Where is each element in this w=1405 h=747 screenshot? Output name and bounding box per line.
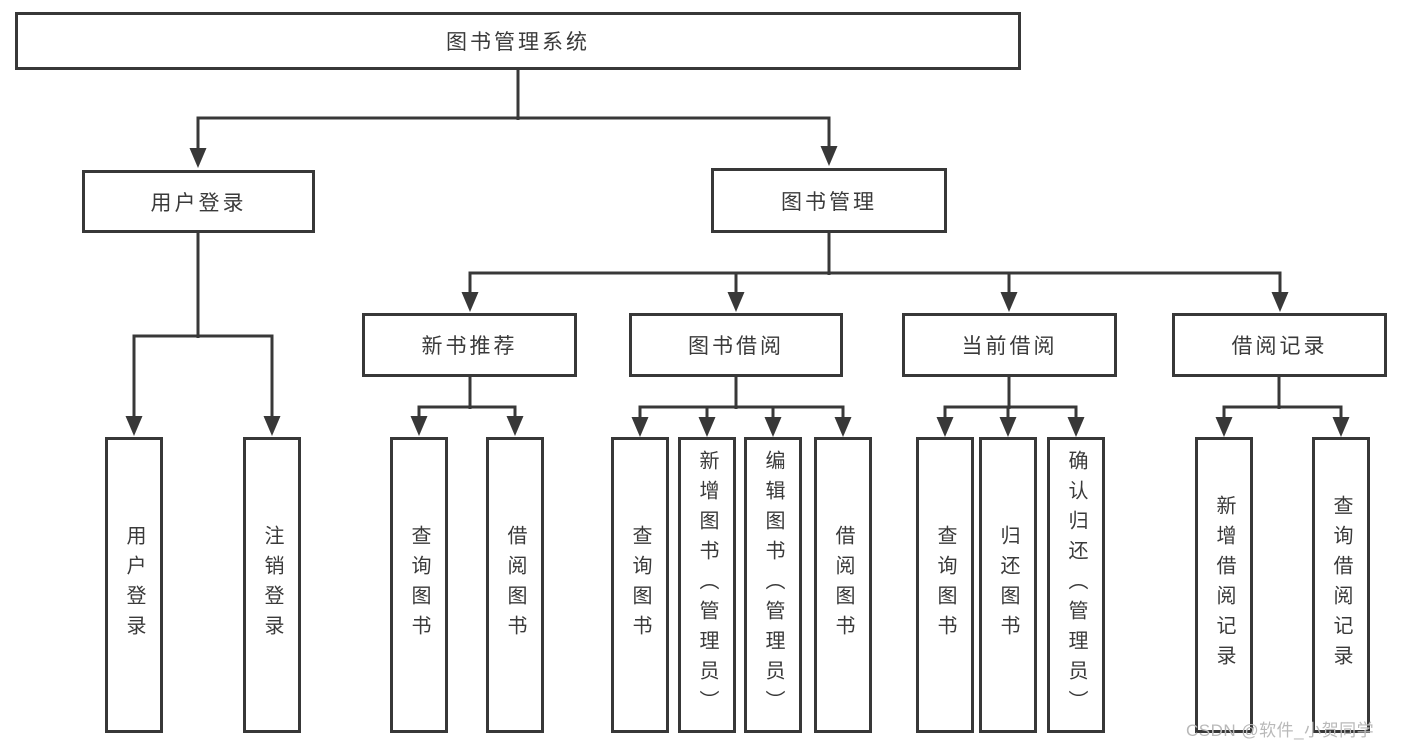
leaf-query-borrow-record-label: 查询借阅记录	[1330, 495, 1352, 675]
node-current-borrowing-label: 当前借阅	[961, 335, 1058, 358]
leaf-borrow-books-recommend: 借阅图书	[486, 437, 544, 733]
leaf-query-books-borrowing-label: 查询图书	[629, 525, 651, 645]
node-root: 图书管理系统	[15, 12, 1021, 70]
leaf-add-borrow-record: 新增借阅记录	[1195, 437, 1253, 733]
leaf-borrow-books-borrowing-label: 借阅图书	[832, 525, 854, 645]
node-root-label: 图书管理系统	[446, 31, 590, 54]
node-user-login: 用户登录	[82, 170, 315, 233]
node-book-borrowing: 图书借阅	[629, 313, 843, 377]
leaf-query-books-borrowing: 查询图书	[611, 437, 669, 733]
leaf-edit-books-admin-label: 编辑图书（管理员）	[762, 450, 784, 720]
node-book-management: 图书管理	[711, 168, 947, 233]
leaf-add-books-admin: 新增图书（管理员）	[678, 437, 736, 733]
node-new-book-recommend: 新书推荐	[362, 313, 577, 377]
leaf-query-books-recommend-label: 查询图书	[408, 525, 430, 645]
leaf-query-borrow-record: 查询借阅记录	[1312, 437, 1370, 733]
leaf-confirm-return-admin: 确认归还（管理员）	[1047, 437, 1105, 733]
node-borrow-records: 借阅记录	[1172, 313, 1387, 377]
csdn-watermark: CSDN @软件_小贺同学	[1186, 721, 1375, 740]
leaf-return-books-label: 归还图书	[997, 525, 1019, 645]
leaf-query-books-current-label: 查询图书	[934, 525, 956, 645]
leaf-borrow-books-recommend-label: 借阅图书	[504, 525, 526, 645]
leaf-edit-books-admin: 编辑图书（管理员）	[744, 437, 802, 733]
node-book-management-label: 图书管理	[781, 190, 877, 214]
node-current-borrowing: 当前借阅	[902, 313, 1117, 377]
leaf-user-login: 用户登录	[105, 437, 163, 733]
leaf-add-books-admin-label: 新增图书（管理员）	[696, 450, 718, 720]
leaf-return-books: 归还图书	[979, 437, 1037, 733]
node-user-login-label: 用户登录	[150, 191, 247, 215]
leaf-logout-login: 注销登录	[243, 437, 301, 733]
node-new-book-recommend-label: 新书推荐	[421, 335, 518, 358]
node-borrow-records-label: 借阅记录	[1231, 335, 1328, 358]
leaf-logout-login-label: 注销登录	[261, 525, 283, 645]
leaf-query-books-recommend: 查询图书	[390, 437, 448, 733]
leaf-borrow-books-borrowing: 借阅图书	[814, 437, 872, 733]
leaf-user-login-label: 用户登录	[123, 525, 145, 645]
leaf-confirm-return-admin-label: 确认归还（管理员）	[1065, 450, 1087, 720]
leaf-add-borrow-record-label: 新增借阅记录	[1213, 495, 1235, 675]
leaf-query-books-current: 查询图书	[916, 437, 974, 733]
node-book-borrowing-label: 图书借阅	[688, 335, 784, 358]
